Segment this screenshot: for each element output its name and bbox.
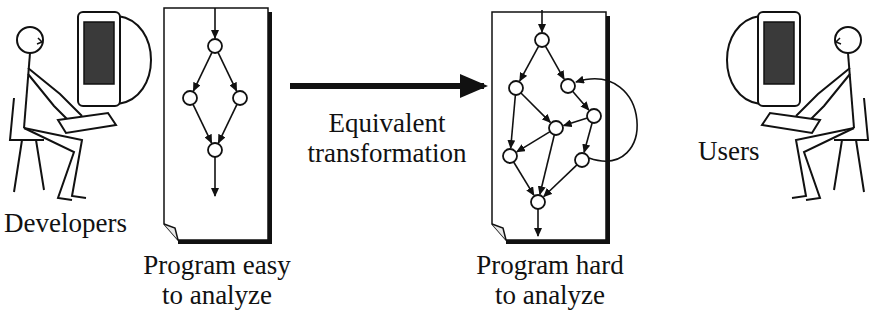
- transformation-arrow: [290, 83, 484, 89]
- program-page: Program hard to analyze: [490, 10, 610, 244]
- user-figure: [727, 12, 868, 200]
- developer-figure: [10, 12, 151, 200]
- page-caption: Program hard to analyze: [470, 250, 630, 310]
- arrow-label: Equivalent transformation: [287, 108, 487, 168]
- page-caption: Program easy to analyze: [137, 250, 297, 310]
- page-outline: [490, 10, 610, 244]
- role-label: Developers: [4, 208, 127, 238]
- role-label: Users: [698, 136, 760, 166]
- program-page: Program easy to analyze: [162, 6, 272, 244]
- page-outline: [162, 6, 272, 244]
